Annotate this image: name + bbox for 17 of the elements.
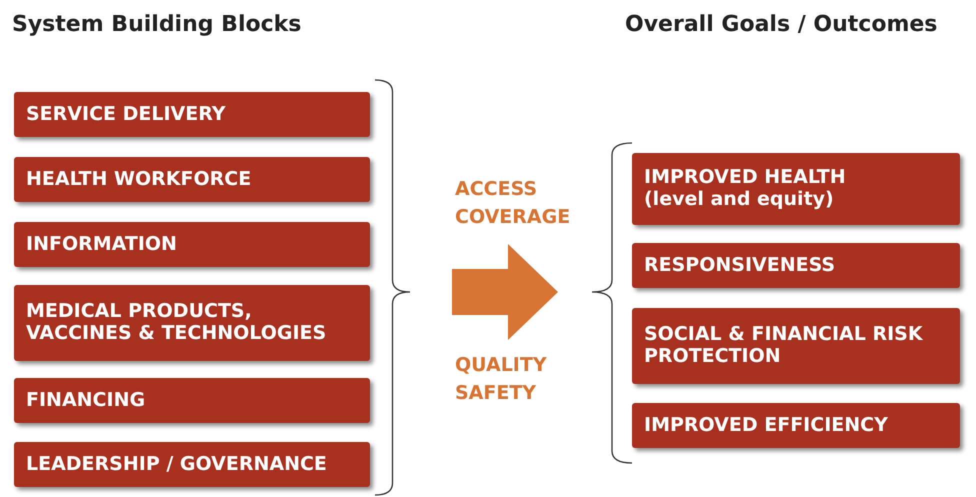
block-arrow <box>452 244 558 340</box>
building-block-box: FINANCING <box>14 378 370 423</box>
building-block-box: MEDICAL PRODUCTS, VACCINES & TECHNOLOGIES <box>14 285 370 361</box>
box-text: (level and equity) <box>644 189 835 211</box>
arrow-caption: QUALITY SAFETY <box>455 353 548 406</box>
building-block-box: SOCIAL & FINANCIAL RISK PROTECTION <box>632 308 960 384</box>
building-block-box: SERVICE DELIVERY <box>14 92 370 137</box>
box-text: IMPROVED HEALTH <box>644 167 847 189</box>
building-block-box <box>632 153 960 225</box>
building-block-box: LEADERSHIP / GOVERNANCE <box>14 442 370 487</box>
arrow-caption: ACCESS COVERAGE <box>455 177 572 230</box>
building-block-box: RESPONSIVENESS <box>632 243 960 288</box>
column-heading: System Building Blocks <box>12 12 302 37</box>
building-block-box: INFORMATION <box>14 222 370 267</box>
building-block-box: HEALTH WORKFORCE <box>14 157 370 202</box>
building-block-box: IMPROVED EFFICIENCY <box>632 403 960 448</box>
column-heading: Overall Goals / Outcomes <box>625 12 938 37</box>
